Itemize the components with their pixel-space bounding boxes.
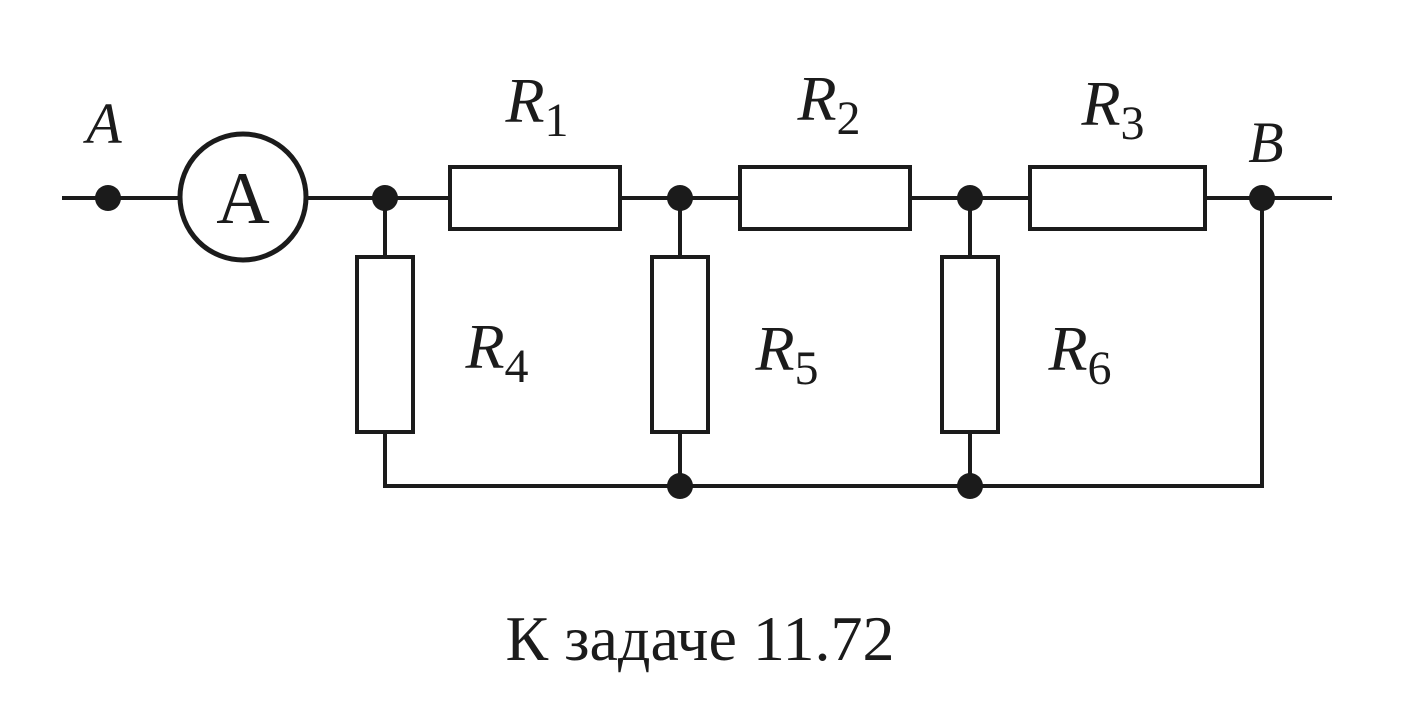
resistor-r1-label: R1 — [504, 65, 568, 147]
terminal-b-label: B — [1248, 110, 1283, 175]
figure-caption: К задаче 11.72 — [506, 603, 895, 674]
resistor-r4-box — [355, 255, 415, 434]
terminal-a-dot — [95, 185, 121, 211]
resistor-r6-label: R6 — [1047, 313, 1111, 395]
resistor-r2-label: R2 — [796, 63, 860, 145]
resistor-r6-box — [940, 255, 1000, 434]
bottom-node-dot-2 — [957, 473, 983, 499]
resistor-r2-box — [738, 165, 912, 231]
ammeter-label: A — [216, 158, 269, 240]
resistor-r5-box — [650, 255, 710, 434]
resistor-r4-label: R4 — [464, 311, 528, 393]
resistor-r3-label: R3 — [1080, 68, 1144, 150]
bottom-node-dot-1 — [667, 473, 693, 499]
resistor-r5-label: R5 — [754, 313, 818, 395]
terminal-b-dot — [1249, 185, 1275, 211]
ammeter-circle — [177, 131, 309, 263]
terminal-a-label: A — [82, 91, 122, 156]
node-dot-1 — [372, 185, 398, 211]
resistor-r3-box — [1028, 165, 1207, 231]
node-dot-3 — [957, 185, 983, 211]
resistor-r1-box — [448, 165, 622, 231]
node-dot-2 — [667, 185, 693, 211]
